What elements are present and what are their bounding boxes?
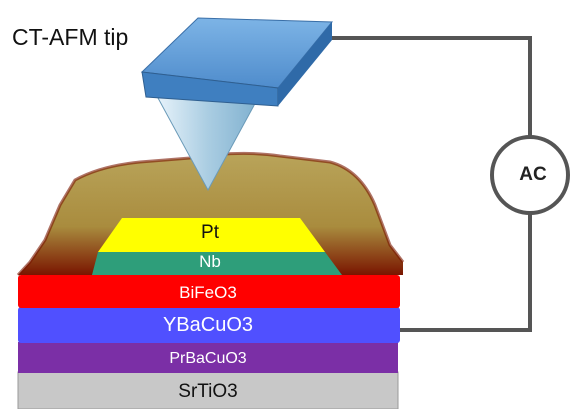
layer-nb bbox=[92, 252, 342, 275]
topography-rim bbox=[16, 151, 405, 277]
label-srtio3: SrTiO3 bbox=[178, 381, 238, 402]
label-ybacuo3: YBaCuO3 bbox=[162, 314, 254, 336]
layer-pt bbox=[98, 218, 325, 252]
layer-prbacuo3 bbox=[18, 342, 398, 373]
layer-ybacuo3 bbox=[18, 307, 400, 343]
ac-label: AC bbox=[519, 164, 547, 185]
ac-meter bbox=[490, 135, 570, 215]
label-pt: Pt bbox=[201, 222, 219, 243]
layer-bifeo3 bbox=[18, 275, 400, 308]
label-bifeo3: BiFeO3 bbox=[179, 283, 237, 302]
cantilever bbox=[140, 17, 334, 107]
tip-label: CT-AFM tip bbox=[12, 24, 129, 50]
layer-srtio3 bbox=[17, 371, 399, 409]
label-prbacuo3: PrBaCuO3 bbox=[169, 350, 247, 367]
circuit-wire bbox=[315, 36, 532, 332]
label-nb: Nb bbox=[199, 252, 221, 271]
